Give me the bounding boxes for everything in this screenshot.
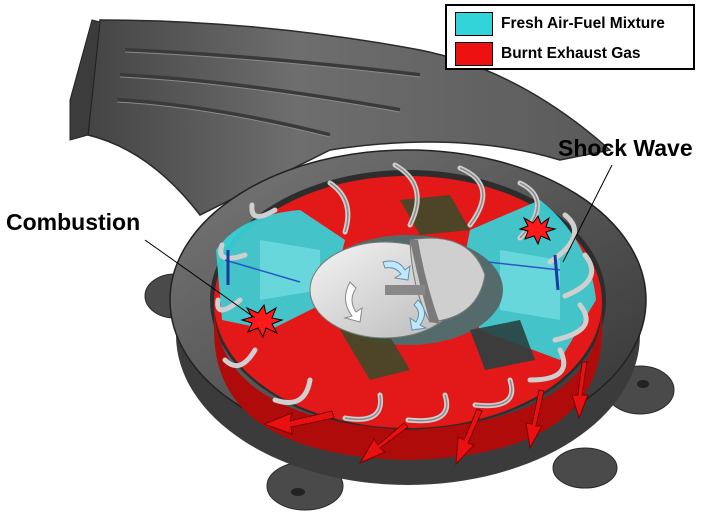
legend-label: Fresh Air-Fuel Mixture [501, 15, 665, 32]
legend-item-fresh-mixture: Fresh Air-Fuel Mixture [455, 11, 665, 37]
combustion-label: Combustion [6, 209, 141, 235]
rotor-hub [309, 237, 486, 339]
legend-item-exhaust-gas: Burnt Exhaust Gas [455, 41, 641, 67]
blade-edges [329, 164, 539, 422]
legend-label: Burnt Exhaust Gas [501, 45, 641, 62]
shock-wave-leader-line [562, 164, 613, 263]
combustion-leader-line [144, 239, 256, 319]
shock-wave-lines [224, 250, 561, 291]
legend-swatch-exhaust-gas [455, 42, 493, 66]
legend-swatch-fresh-mixture [455, 12, 493, 36]
legend: Fresh Air-Fuel Mixture Burnt Exhaust Gas [445, 4, 695, 70]
shock-wave-label: Shock Wave [558, 135, 693, 161]
combustion-burst-icon [240, 303, 284, 339]
exhaust-arrows [262, 361, 589, 466]
combustion-burst-icon [518, 214, 557, 246]
